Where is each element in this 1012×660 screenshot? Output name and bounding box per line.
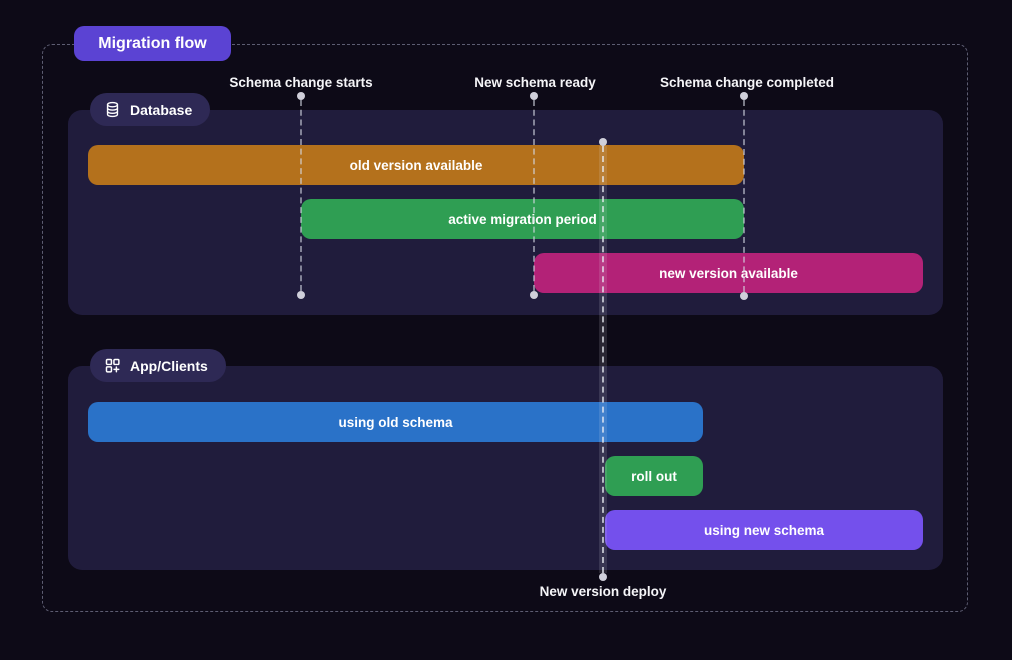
title-badge: Migration flow	[74, 26, 231, 61]
milestone-dot	[530, 291, 538, 299]
milestone-label-new-schema-ready: New schema ready	[474, 75, 596, 90]
milestone-line-schema-change-completed	[743, 100, 745, 292]
milestone-label-schema-change-completed: Schema change completed	[659, 75, 835, 90]
milestone-label-new-version-deploy: New version deploy	[539, 584, 667, 599]
milestone-line-new-version-deploy	[602, 146, 604, 573]
milestone-line-schema-change-starts	[300, 100, 302, 291]
milestone-dot	[599, 573, 607, 581]
bar-old-version-available: old version available	[88, 145, 744, 185]
milestone-dot	[297, 92, 305, 100]
bar-using-new-schema: using new schema	[605, 510, 923, 550]
apps-plus-icon	[105, 358, 120, 373]
milestone-line-new-schema-ready	[533, 100, 535, 291]
milestone-label-schema-change-starts: Schema change starts	[229, 75, 373, 90]
milestone-dot	[297, 291, 305, 299]
database-lane-badge: Database	[90, 93, 211, 126]
milestone-dot	[599, 138, 607, 146]
bar-active-migration-period: active migration period	[301, 199, 744, 239]
bar-using-old-schema: using old schema	[88, 402, 703, 442]
database-icon	[106, 101, 119, 118]
lane-label-database: Database	[130, 101, 193, 118]
milestone-dot	[530, 92, 538, 100]
diagram-dashed-border	[42, 44, 968, 612]
milestone-dot	[740, 92, 748, 100]
app-clients-lane-badge: App/Clients	[90, 349, 226, 382]
bar-new-version-available: new version available	[534, 253, 923, 293]
lane-label-app-clients: App/Clients	[130, 357, 208, 374]
bar-roll-out: roll out	[605, 456, 703, 496]
milestone-dot	[740, 292, 748, 300]
